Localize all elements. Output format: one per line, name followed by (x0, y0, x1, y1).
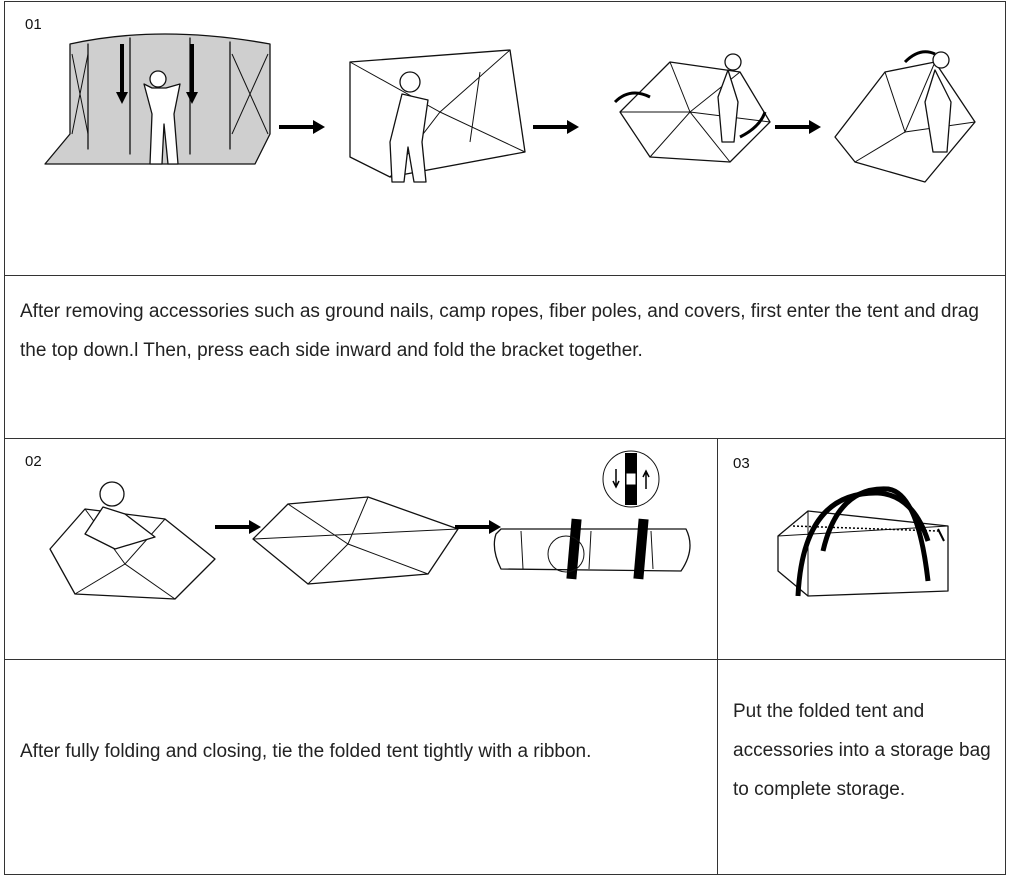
step3-description-cell: Put the folded tent and accessories into… (717, 659, 1006, 875)
tied-roll-illustration (491, 449, 711, 579)
folding-frame-illustration (330, 42, 530, 192)
step3-description: Put the folded tent and accessories into… (733, 692, 995, 809)
folding-sides-illustration (610, 42, 775, 172)
step2-number: 02 (25, 453, 42, 470)
kneeling-fold-illustration (45, 479, 225, 609)
step1-illustration-cell: 01 (4, 1, 1006, 276)
step1-description: After removing accessories such as groun… (20, 292, 990, 370)
arrow-right-icon (775, 120, 821, 134)
step2-description: After fully folding and closing, tie the… (20, 732, 700, 771)
step2-illustration-cell: 02 (4, 438, 718, 660)
tent-open-illustration (40, 24, 280, 174)
instruction-grid: 01 (4, 1, 1006, 875)
step3-illustration-cell: 03 (717, 438, 1006, 660)
step3-number: 03 (733, 455, 750, 472)
arrow-right-icon (533, 120, 579, 134)
folded-bracket-illustration (825, 42, 985, 202)
folded-bundle-illustration (248, 489, 463, 589)
step2-description-cell: After fully folding and closing, tie the… (4, 659, 718, 875)
step1-description-cell: After removing accessories such as groun… (4, 275, 1006, 439)
storage-bag-illustration (768, 481, 958, 611)
arrow-right-icon (279, 120, 325, 134)
